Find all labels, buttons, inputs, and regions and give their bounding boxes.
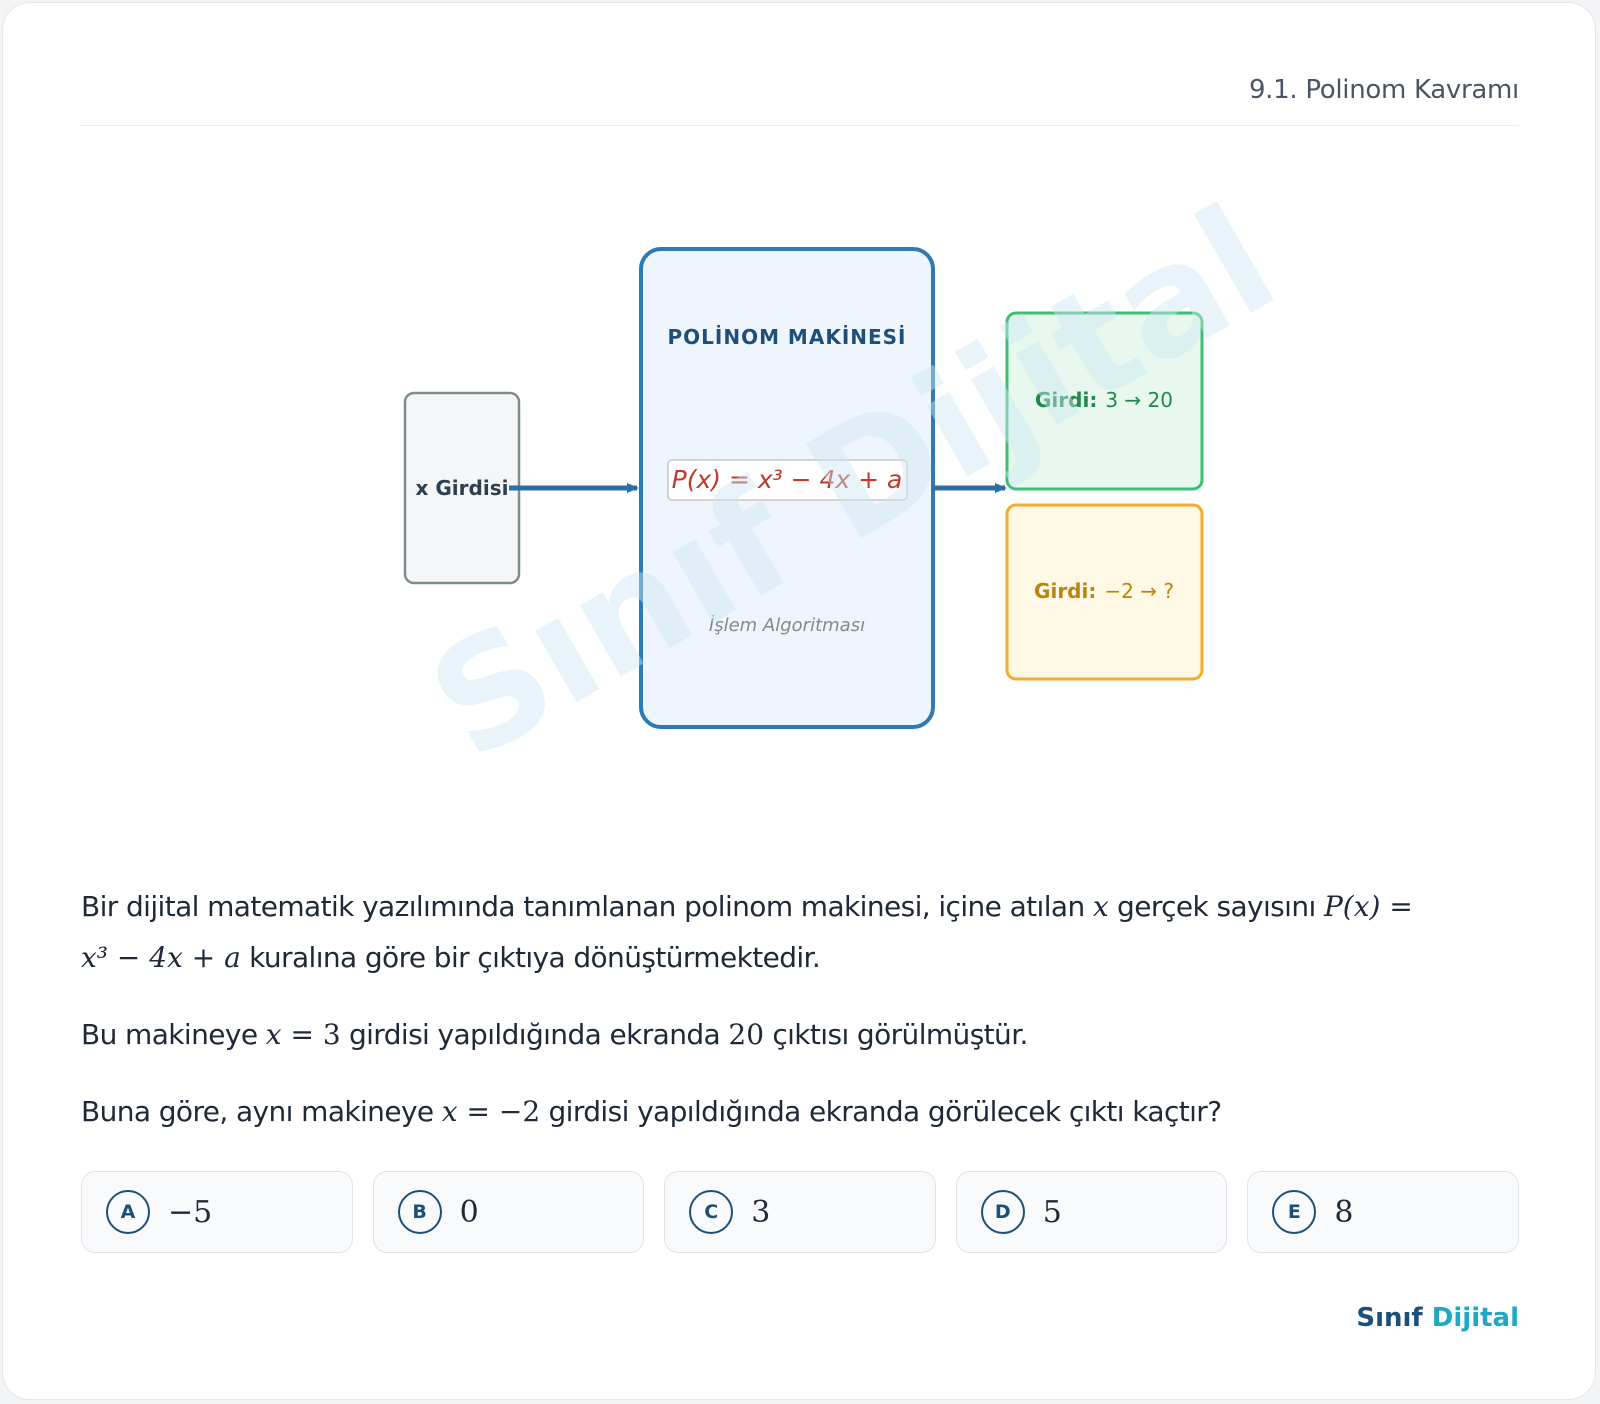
question-text-part: çıktısı görülmüştür.: [764, 1018, 1028, 1051]
formula-text: P(x) = x³ − 4x + a: [672, 465, 903, 494]
math-formula-part: x³ − 4x + a: [81, 941, 241, 974]
option-value: −5: [168, 1194, 213, 1230]
question-text-part: girdisi yapıldığında ekranda görülecek ç…: [540, 1095, 1222, 1128]
output-known-label: Girdi:: [1035, 388, 1097, 412]
question-text-part: Bu makineye: [81, 1018, 266, 1051]
option-letter-badge: A: [106, 1190, 150, 1234]
option-letter-badge: B: [397, 1190, 442, 1234]
header-divider: [79, 125, 1519, 126]
output-known-text: Girdi: 3 → 20: [1035, 388, 1173, 412]
math-formula-part: P(x) =: [1323, 890, 1413, 923]
math-variable: x: [1092, 890, 1109, 923]
output-unknown-label: Girdi:: [1034, 579, 1096, 603]
math-equation: = −2: [457, 1095, 541, 1128]
math-variable: x: [441, 1095, 458, 1128]
option-value: 8: [1334, 1194, 1354, 1230]
brand-part-1: Sınıf: [1356, 1303, 1423, 1333]
question-text-part: gerçek sayısını: [1108, 890, 1324, 923]
question-paragraph-1: Bir dijital matematik yazılımında tanıml…: [81, 881, 1521, 983]
option-d[interactable]: D 5: [955, 1171, 1228, 1253]
option-b[interactable]: B 0: [372, 1171, 645, 1253]
math-variable: x: [265, 1018, 282, 1051]
question-paragraph-2: Bu makineye x = 3 girdisi yapıldığında e…: [81, 1009, 1521, 1060]
algorithm-label: İşlem Algoritması: [709, 615, 865, 636]
option-letter-badge: D: [980, 1190, 1025, 1234]
option-letter-badge: E: [1272, 1190, 1317, 1234]
answer-options: A −5 B 0 C 3 D 5 E 8: [81, 1171, 1519, 1253]
formula-box: [667, 459, 908, 501]
option-a[interactable]: A −5: [81, 1171, 353, 1253]
math-equation: = 3: [281, 1018, 341, 1051]
diagram-svg: x Girdisi POLİNOM MAKİNESİ P(x) = x³ − 4…: [403, 247, 1204, 729]
question-paragraph-3: Buna göre, aynı makineye x = −2 girdisi …: [81, 1086, 1521, 1137]
option-value: 0: [459, 1194, 479, 1230]
output-known-value: 3 → 20: [1105, 388, 1173, 412]
output-box-unknown: [1005, 503, 1204, 681]
brand-part-2: Dijital: [1431, 1303, 1519, 1333]
output-box-known: [1005, 311, 1204, 491]
machine-title: POLİNOM MAKİNESİ: [667, 325, 906, 349]
option-e[interactable]: E 8: [1247, 1171, 1519, 1253]
option-value: 5: [1042, 1194, 1062, 1230]
topic-label: 9.1. Polinom Kavramı: [1248, 75, 1519, 105]
question-text: Bir dijital matematik yazılımında tanıml…: [81, 881, 1521, 1163]
question-text-part: girdisi yapıldığında ekranda: [340, 1018, 729, 1051]
math-number: 20: [728, 1018, 765, 1051]
option-value: 3: [751, 1194, 771, 1230]
option-c[interactable]: C 3: [664, 1171, 936, 1253]
polynomial-machine-diagram: x Girdisi POLİNOM MAKİNESİ P(x) = x³ − 4…: [3, 3, 1595, 863]
output-unknown-value: −2 → ?: [1104, 579, 1174, 603]
brand-logo: Sınıf Dijital: [1356, 1303, 1519, 1333]
option-letter-badge: C: [689, 1190, 734, 1234]
question-text-part: Bir dijital matematik yazılımında tanıml…: [81, 890, 1093, 923]
output-unknown-text: Girdi: −2 → ?: [1034, 579, 1174, 603]
input-label: x Girdisi: [416, 476, 509, 500]
question-text-part: Buna göre, aynı makineye: [81, 1095, 442, 1128]
question-text-part: kuralına göre bir çıktıya dönüştürmekted…: [240, 941, 821, 974]
